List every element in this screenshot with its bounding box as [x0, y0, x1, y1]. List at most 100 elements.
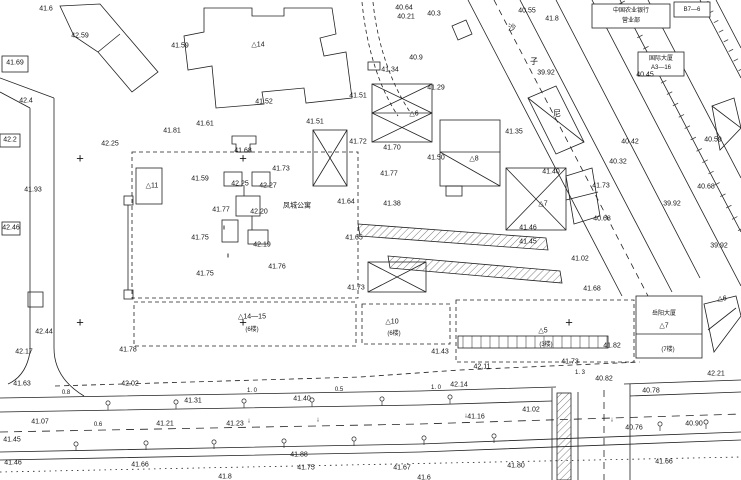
intl-building-label: A3—16 — [650, 65, 672, 71]
building-number: △14—15 — [238, 313, 266, 321]
elevation-label: (7楼) — [661, 347, 675, 353]
elevation-label: 41.61 — [196, 120, 214, 128]
building-name-yueyang: 岳阳大厦 — [651, 311, 677, 317]
elevation-label: 40.82 — [595, 375, 613, 383]
elevation-label: 42.19 — [253, 241, 271, 249]
elevation-label: 41.59 — [171, 42, 189, 50]
elevation-label: 41.88 — [290, 451, 308, 459]
elevation-label: 41.67 — [393, 464, 411, 472]
elevation-label: 42.02 — [121, 380, 139, 388]
elevation-label: 41.40 — [293, 395, 311, 403]
road-name-char: 子 — [530, 57, 538, 66]
elevation-label: 41.16 — [467, 413, 485, 421]
elevation-label: 40.9 — [409, 54, 423, 62]
elevation-label: 1. 0 — [246, 388, 258, 394]
elevation-label: 41.07 — [31, 418, 49, 426]
elevation-label: 41.43 — [431, 348, 449, 356]
elevation-label: 41.73 — [272, 165, 290, 173]
elevation-label: 39.92 — [710, 242, 728, 250]
building-name-fengcheng: 凤城公寓 — [283, 202, 311, 210]
elevation-label: 41.31 — [184, 397, 202, 405]
elevation-label: 0.6 — [93, 422, 103, 428]
road-name-char: 尼 — [553, 109, 561, 118]
elevation-label: 41.6 — [417, 474, 431, 480]
elevation-label: 41.46 — [4, 459, 22, 467]
elevation-label: 41.6 — [39, 5, 53, 13]
parcel-boundaries-layer — [131, 151, 635, 363]
elevation-label: 40.78 — [642, 387, 660, 395]
building-number: △7 — [659, 322, 669, 330]
flow-arrow: ↓ — [316, 416, 320, 424]
elevation-label: 40.64 — [395, 4, 413, 12]
elevation-label: 42.14 — [450, 381, 468, 389]
elevation-label: 41.69 — [6, 59, 24, 67]
elevation-label: 41.73 — [592, 182, 610, 190]
elevation-label: (3楼) — [539, 342, 553, 348]
elevation-label: 42.59 — [71, 32, 89, 40]
elevation-label: 41.65 — [345, 234, 363, 242]
bank-annotation-box — [591, 3, 671, 29]
elevation-label: 42.25 — [101, 140, 119, 148]
survey-cross: + — [76, 150, 84, 166]
elevation-label: 0.5 — [334, 387, 344, 393]
elevation-label: 41.59 — [191, 175, 209, 183]
elevation-label: 41.68 — [583, 285, 601, 293]
flow-arrow: ↓ — [247, 417, 251, 425]
intl-building-label: 国际大厦 — [648, 56, 674, 62]
bank-label: 营业部 — [621, 18, 641, 24]
elevation-label: 41.52 — [255, 98, 273, 106]
elevation-label: 1. 0 — [430, 385, 442, 391]
elevation-label: 40.45 — [636, 71, 654, 79]
elevation-label: 40.42 — [621, 138, 639, 146]
elevation-label: 39.92 — [537, 69, 555, 77]
building-number: △14 — [251, 41, 265, 49]
elevation-label: 40.59 — [704, 136, 722, 144]
elevation-label: 41.51 — [349, 92, 367, 100]
elevation-label: 41.45 — [519, 238, 537, 246]
elevation-label: 42.17 — [15, 348, 33, 356]
elevation-label: 41.75 — [297, 464, 315, 472]
flow-arrow: ↓ — [610, 416, 614, 424]
elevation-label: 41.82 — [603, 342, 621, 350]
elevation-label: 41.77 — [380, 170, 398, 178]
elevation-label: 41.76 — [268, 263, 286, 271]
buildings-layer — [0, 3, 741, 359]
elevation-label: 41.45 — [3, 436, 21, 444]
elevation-label: 40.90 — [685, 420, 703, 428]
elevation-label: 42.2 — [3, 136, 17, 144]
survey-cross: + — [239, 150, 247, 166]
elevation-label: 41.50 — [427, 154, 445, 162]
elevation-label: II — [222, 225, 226, 232]
elevation-label: 41.81 — [163, 127, 181, 135]
elevation-label: 41.73 — [561, 358, 579, 366]
elevation-label: 41.8 — [545, 15, 559, 23]
elevation-label: 41.78 — [119, 346, 137, 354]
corner-annotation-box — [673, 1, 711, 18]
elevation-label: 41.23 — [226, 420, 244, 428]
elevation-label: 41.80 — [507, 462, 525, 470]
elevation-label: 42.21 — [707, 370, 725, 378]
elevation-label: (6楼) — [245, 327, 259, 333]
elevation-label: 42.20 — [250, 208, 268, 216]
elevation-label: 42.46 — [2, 224, 20, 232]
elevation-label: 41.21 — [156, 420, 174, 428]
building-number: △7 — [538, 200, 548, 208]
elevation-label: 41.93 — [24, 186, 42, 194]
building-number: △8 — [469, 155, 479, 163]
elevation-label: 41.38 — [383, 200, 401, 208]
elevation-label: 40.21 — [397, 13, 415, 21]
elevation-label: 40.55 — [518, 7, 536, 15]
flow-arrow: ↓ — [464, 412, 468, 420]
elevation-label: 41.40 — [542, 168, 560, 176]
elevation-label: 41.73 — [347, 284, 365, 292]
elevation-label: 42.25 — [231, 180, 249, 188]
elevation-label: II — [226, 253, 230, 260]
elevation-label: 41.64 — [337, 198, 355, 206]
elevation-label: 42.44 — [35, 328, 53, 336]
elevation-label: 41.35 — [505, 128, 523, 136]
elevation-label: 41.34 — [381, 66, 399, 74]
elevation-label: 41.8 — [218, 473, 232, 480]
elevation-label: 42.4 — [19, 97, 33, 105]
bank-label: 中国农业银行 — [612, 8, 650, 14]
